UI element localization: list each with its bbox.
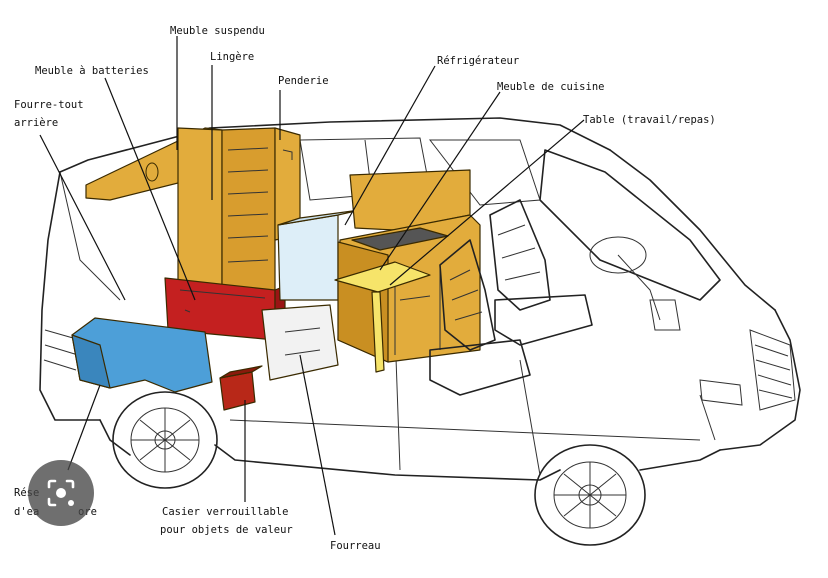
rear-wheel [112,391,218,489]
lens-search-button[interactable] [28,460,94,526]
floor-storage-box [261,304,339,381]
refrigerator [277,214,339,301]
linen-cabinet [177,127,223,291]
label-fourre-tout-line1: Fourre-tout [14,99,84,111]
label-lingere: Lingère [210,51,254,63]
label-fourre-tout-line2: arrière [14,117,58,129]
lens-search-icon [47,479,75,507]
label-penderie: Penderie [278,75,329,87]
table [334,261,431,293]
label-casier-line1: Casier verrouillable [162,506,288,518]
label-refrigerateur: Réfrigérateur [437,55,519,67]
label-meuble-cuisine: Meuble de cuisine [497,81,604,93]
lockable-safe [219,371,256,411]
front-wheel [534,444,646,546]
driver-seat [489,199,593,346]
label-meuble-suspendu: Meuble suspendu [170,25,265,37]
label-casier-line2: pour objets de valeur [160,524,293,536]
label-meuble-batteries: Meuble à batteries [35,65,149,77]
label-fourreau: Fourreau [330,540,381,552]
leader-lines [39,36,585,536]
label-table: Table (travail/repas) [583,114,716,126]
van-body [39,117,801,481]
passenger-seat [429,239,531,396]
linen-cabinet-front [221,127,276,296]
